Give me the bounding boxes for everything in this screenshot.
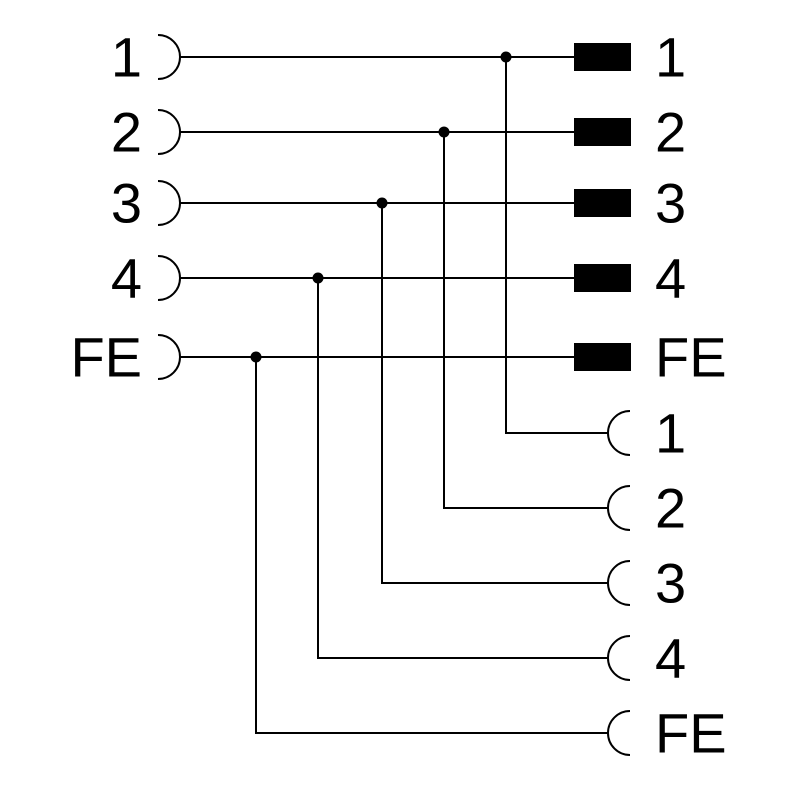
- socket-arc-icon: [157, 34, 181, 80]
- left-pin-2-label: 2: [111, 101, 142, 164]
- junction-dot-4: [312, 272, 324, 284]
- right-bottom-pin-4: 4: [607, 627, 686, 690]
- right-bottom-pin-fe: FE: [607, 702, 727, 765]
- left-pin-fe: FE: [70, 326, 181, 389]
- terminal-rect-icon: [574, 189, 631, 217]
- left-pin-3-label: 3: [111, 172, 142, 235]
- right-top-pin-1-label: 1: [655, 26, 686, 89]
- right-top-pin-fe-label: FE: [655, 326, 727, 389]
- socket-arc-icon: [607, 635, 631, 681]
- right-bottom-pin-3-label: 3: [655, 552, 686, 615]
- right-bottom-pin-1-label: 1: [655, 402, 686, 465]
- terminal-rect-icon: [574, 343, 631, 371]
- wire-fe-branch: [255, 357, 608, 734]
- socket-arc-icon: [157, 109, 181, 155]
- right-top-pin-fe: FE: [574, 326, 727, 389]
- wire-1-branch: [505, 57, 608, 434]
- right-top-pin-4-label: 4: [655, 247, 686, 310]
- wire-2-branch: [443, 132, 608, 509]
- right-top-pin-3-label: 3: [655, 172, 686, 235]
- right-top-pin-1: 1: [574, 26, 686, 89]
- wire-group-fe: [180, 351, 608, 734]
- socket-arc-icon: [157, 334, 181, 380]
- socket-arc-icon: [157, 255, 181, 301]
- right-bottom-pin-2-label: 2: [655, 477, 686, 540]
- left-pin-3: 3: [111, 172, 181, 235]
- wire-4-branch: [317, 278, 608, 659]
- socket-arc-icon: [607, 410, 631, 456]
- junction-dot-3: [376, 197, 388, 209]
- right-top-pin-2-label: 2: [655, 101, 686, 164]
- right-top-pin-2: 2: [574, 101, 686, 164]
- socket-arc-icon: [157, 180, 181, 226]
- wire-group-3: [180, 197, 608, 584]
- junction-dot-fe: [250, 351, 262, 363]
- socket-arc-icon: [607, 485, 631, 531]
- junction-dot-2: [438, 126, 450, 138]
- wire-group-4: [180, 272, 608, 659]
- left-pin-4-label: 4: [111, 247, 142, 310]
- right-bottom-pin-2: 2: [607, 477, 686, 540]
- terminal-rect-icon: [574, 118, 631, 146]
- right-bottom-pin-4-label: 4: [655, 627, 686, 690]
- terminal-rect-icon: [574, 43, 631, 71]
- wire-3-branch: [381, 203, 608, 584]
- right-bottom-pin-fe-label: FE: [655, 702, 727, 765]
- socket-arc-icon: [607, 710, 631, 756]
- wire-group-1: [180, 51, 608, 434]
- left-pin-1-label: 1: [111, 26, 142, 89]
- left-pin-fe-label: FE: [70, 326, 142, 389]
- right-top-pin-3: 3: [574, 172, 686, 235]
- right-top-pin-4: 4: [574, 247, 686, 310]
- terminal-rect-icon: [574, 264, 631, 292]
- junction-dot-1: [500, 51, 512, 63]
- wire-group-2: [180, 126, 608, 509]
- right-bottom-pin-3: 3: [607, 552, 686, 615]
- right-bottom-pin-1: 1: [607, 402, 686, 465]
- left-pin-2: 2: [111, 101, 181, 164]
- left-pin-4: 4: [111, 247, 181, 310]
- left-pin-1: 1: [111, 26, 181, 89]
- socket-arc-icon: [607, 560, 631, 606]
